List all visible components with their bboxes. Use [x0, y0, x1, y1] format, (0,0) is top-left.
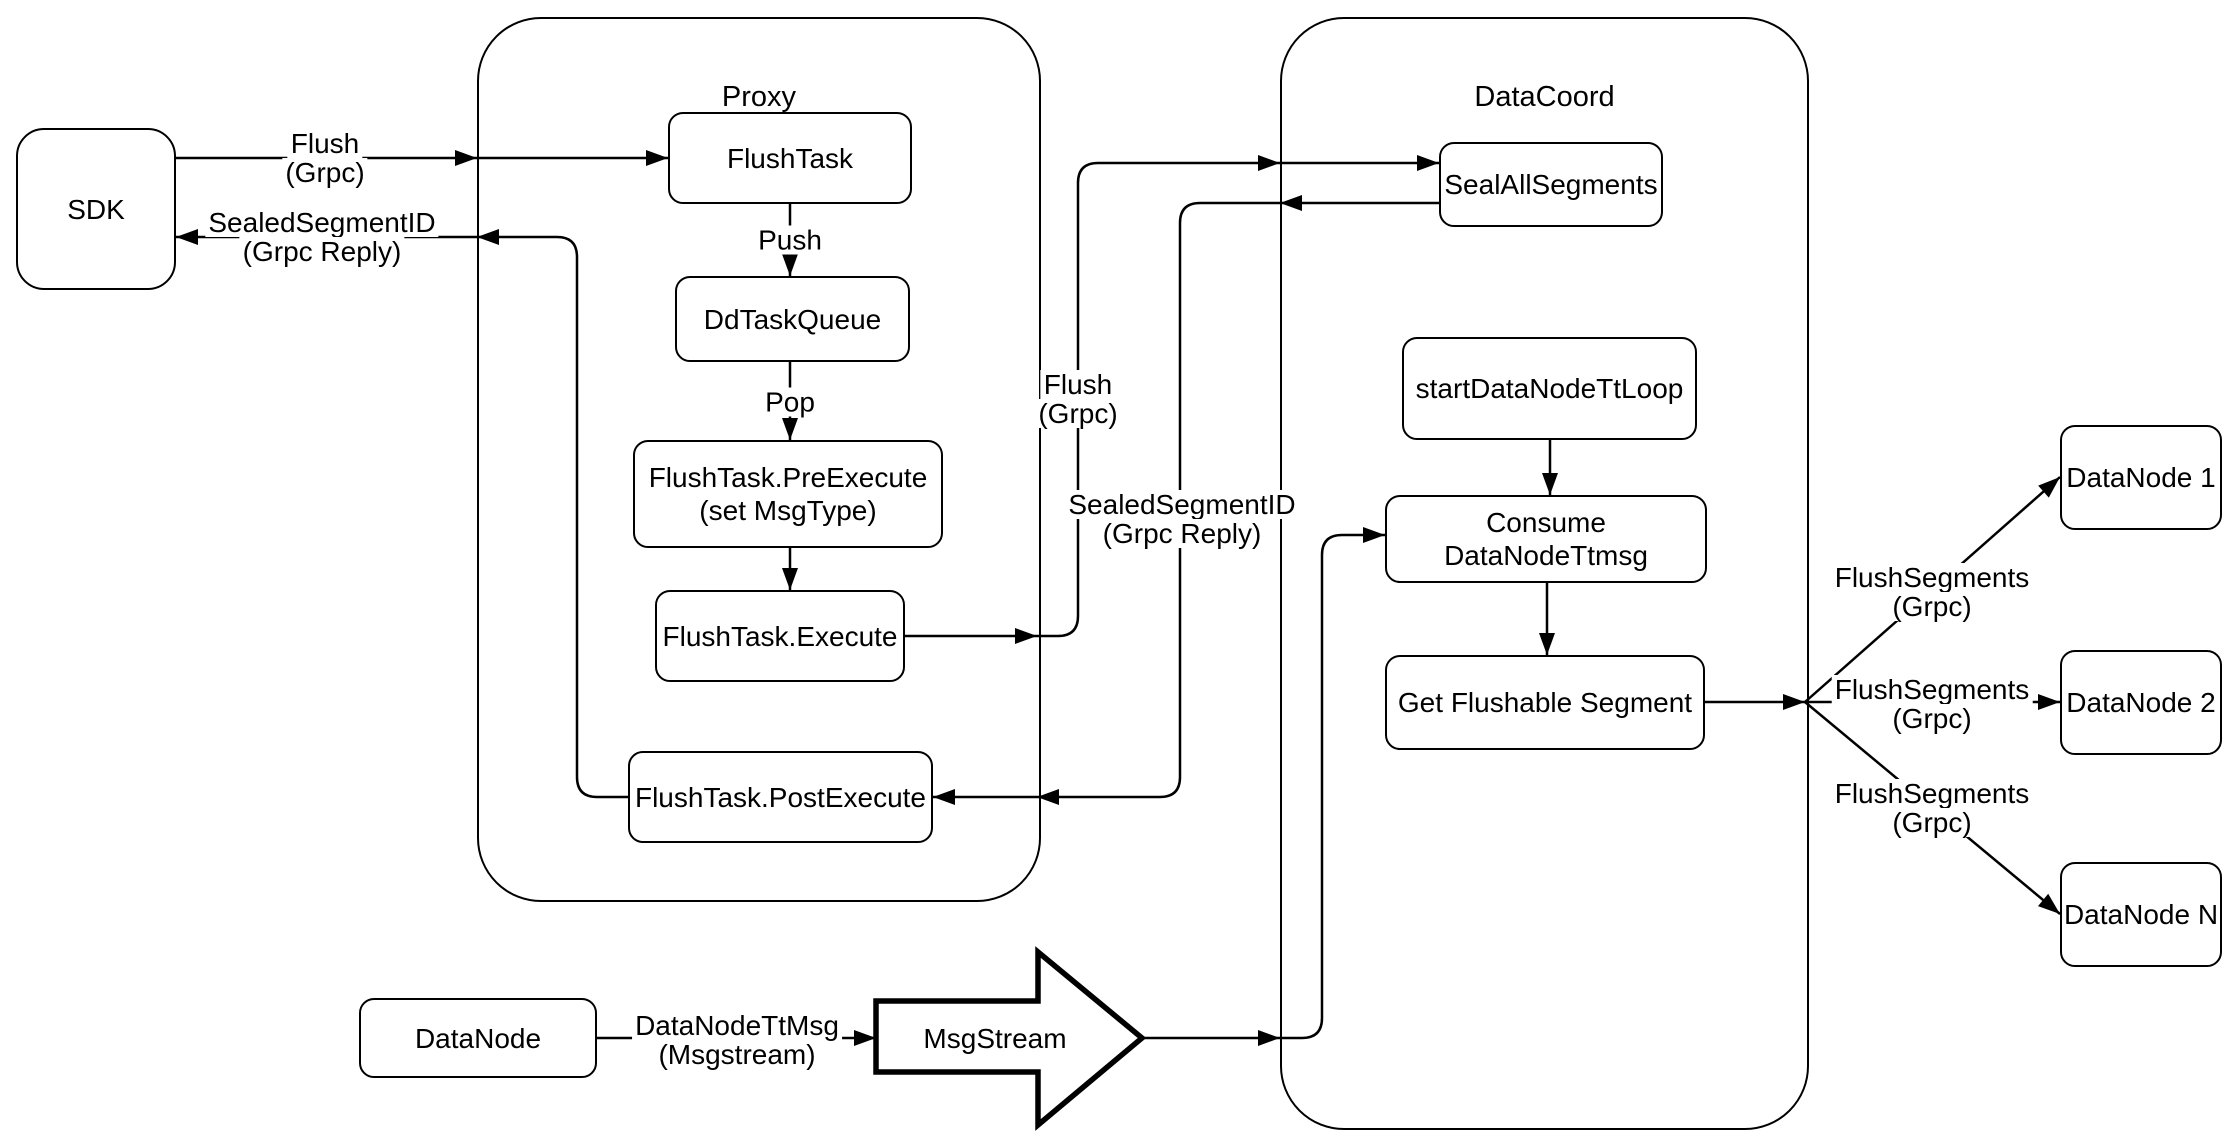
datacoord-container: DataCoord: [1280, 17, 1809, 1130]
edge-label-sealed-mid-line2: (Grpc Reply): [1099, 519, 1265, 548]
edge-label-pop-line1: Pop: [762, 387, 818, 417]
arrowheads: [176, 150, 2060, 1046]
arrowhead-proxy-in: [455, 150, 477, 166]
arrowhead-datacoord-reply-out: [1280, 195, 1302, 211]
arrowhead-sealallsegments-in: [1417, 155, 1439, 171]
edge-label-flushsegments1-line1: FlushSegments: [1831, 563, 2033, 592]
edge-label-sealed-sdk-line2: (Grpc Reply): [239, 237, 405, 266]
node-ddtaskqueue-label: DdTaskQueue: [703, 303, 882, 335]
node-startdatanodettloop: startDataNodeTtLoop: [1402, 337, 1697, 440]
node-sealallsegments: SealAllSegments: [1439, 142, 1663, 227]
arrowhead-datacoord-bottom-in: [1258, 1030, 1280, 1046]
node-postexecute: FlushTask.PostExecute: [628, 751, 933, 843]
arrowhead-getflushable-in: [1539, 633, 1555, 655]
arrowhead-proxy-reply-cross: [1037, 789, 1059, 805]
node-flushtask-label: FlushTask: [726, 142, 854, 174]
arrowhead-datanode2-in: [2038, 694, 2060, 710]
arrowhead-execute-in: [782, 568, 798, 590]
node-sdk-label: SDK: [67, 193, 125, 225]
edge-label-flushsegments3-line2: (Grpc): [1889, 808, 1975, 837]
edge-label-push: Push: [755, 225, 825, 255]
edge-label-flushsegments2: FlushSegments (Grpc): [1831, 675, 2033, 733]
edge-label-sealed-sdk: SealedSegmentID (Grpc Reply): [205, 208, 439, 266]
arrowhead-proxy-out: [1015, 628, 1037, 644]
edge-label-datanodettmsg-line2: (Msgstream): [655, 1040, 819, 1069]
node-startdatanodettloop-label: startDataNodeTtLoop: [1415, 373, 1684, 404]
edge-label-pop: Pop: [762, 387, 818, 417]
arrowhead-consume-top-in: [1542, 473, 1558, 495]
node-datanode2: DataNode 2: [2060, 650, 2222, 755]
edge-label-flush-sdk-line1: Flush: [287, 129, 363, 158]
edge-label-flush-mid: Flush (Grpc): [1035, 370, 1121, 428]
arrowhead-flushtask-in: [646, 150, 668, 166]
node-datanoden-label: DataNode N: [2063, 899, 2219, 930]
node-preexecute: FlushTask.PreExecute (set MsgType): [633, 440, 943, 548]
node-datanode-bottom-label: DataNode: [414, 1022, 542, 1054]
datacoord-container-label: DataCoord: [1474, 81, 1615, 113]
node-postexecute-label: FlushTask.PostExecute: [634, 781, 927, 813]
edge-label-sealed-mid-line1: SealedSegmentID: [1065, 490, 1299, 519]
node-datanode1-label: DataNode 1: [2066, 462, 2216, 493]
node-execute: FlushTask.Execute: [655, 590, 905, 682]
arrowhead-datacoord-in: [1258, 155, 1280, 171]
edge-label-flush-mid-line2: (Grpc): [1035, 399, 1121, 428]
arrowhead-datanoden-in: [2038, 893, 2060, 914]
edge-msgstream-consume: [1142, 533, 1385, 1040]
node-datanode2-label: DataNode 2: [2066, 687, 2216, 718]
arrowhead-sdk-in: [176, 229, 198, 245]
node-getflushablesegment-label: Get Flushable Segment: [1397, 687, 1693, 718]
node-getflushablesegment: Get Flushable Segment: [1385, 655, 1705, 750]
arrowhead-preexecute-in: [782, 418, 798, 440]
arrowhead-postexecute-in: [933, 789, 955, 805]
edge-label-flush-sdk-line2: (Grpc): [282, 158, 368, 187]
edge-label-flushsegments1: FlushSegments (Grpc): [1831, 563, 2033, 621]
node-preexecute-line2: (set MsgType): [699, 495, 877, 526]
edge-execute-sealallsegments: [905, 161, 1439, 638]
edge-label-datanodettmsg-line1: DataNodeTtMsg: [632, 1011, 842, 1040]
edge-label-flushsegments3: FlushSegments (Grpc): [1831, 779, 2033, 837]
node-consumedatanodettmsg-label: Consume DataNodeTtmsg: [1444, 507, 1648, 571]
node-flushtask: FlushTask: [668, 112, 912, 204]
node-sealallsegments-label: SealAllSegments: [1444, 169, 1658, 200]
edge-label-flushsegments2-line2: (Grpc): [1889, 704, 1975, 733]
proxy-container: Proxy: [477, 17, 1041, 902]
edge-label-flushsegments3-line1: FlushSegments: [1831, 779, 2033, 808]
edge-label-flush-sdk: Flush (Grpc): [282, 129, 368, 187]
arrowhead-ddtaskqueue-in: [782, 254, 798, 276]
node-execute-label: FlushTask.Execute: [662, 620, 898, 652]
arrowhead-fan-origin: [1783, 694, 1805, 710]
arrowhead-msgstream-in: [854, 1030, 876, 1046]
edge-postexecute-sdk: [176, 235, 628, 799]
arrowhead-consume-in: [1363, 527, 1385, 543]
node-datanode-bottom: DataNode: [359, 998, 597, 1078]
edge-label-flush-mid-line1: Flush: [1040, 370, 1116, 399]
edge-label-sealed-sdk-line1: SealedSegmentID: [205, 208, 439, 237]
node-ddtaskqueue: DdTaskQueue: [675, 276, 910, 362]
msgstream-block-arrow: [873, 946, 1147, 1131]
arrowhead-proxy-reply-in: [477, 229, 499, 245]
edge-label-push-line1: Push: [755, 225, 825, 255]
edge-label-flushsegments1-line2: (Grpc): [1889, 592, 1975, 621]
node-sdk: SDK: [16, 128, 176, 290]
node-datanode1: DataNode 1: [2060, 425, 2222, 530]
node-consumedatanodettmsg: Consume DataNodeTtmsg: [1385, 495, 1707, 583]
msgstream-label: MsgStream: [923, 1023, 1067, 1054]
edge-label-sealed-mid: SealedSegmentID (Grpc Reply): [1065, 490, 1299, 548]
arrowhead-datanode1-in: [2038, 477, 2060, 498]
proxy-container-label: Proxy: [721, 81, 797, 113]
edge-label-datanodettmsg: DataNodeTtMsg (Msgstream): [632, 1011, 842, 1069]
edge-label-flushsegments2-line1: FlushSegments: [1831, 675, 2033, 704]
node-preexecute-line1: FlushTask.PreExecute: [648, 462, 928, 493]
node-datanoden: DataNode N: [2060, 862, 2222, 967]
